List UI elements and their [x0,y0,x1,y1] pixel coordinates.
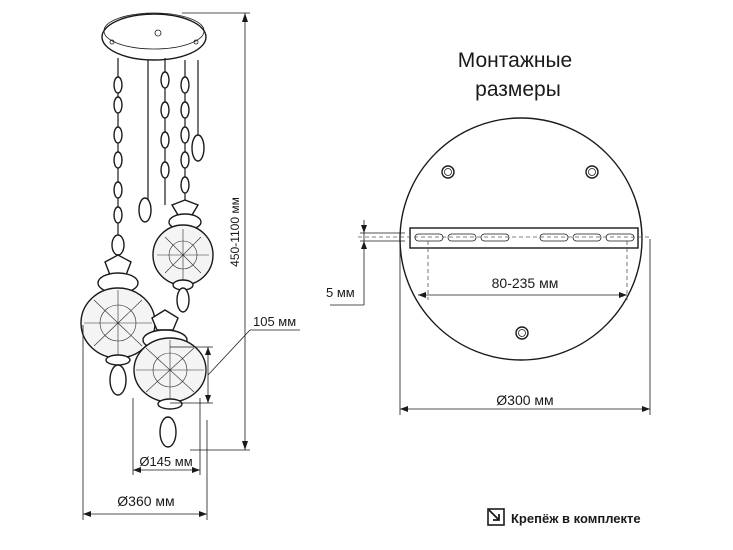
lamp-center [133,309,207,448]
lamp-height-label: 105 мм [253,314,296,329]
mount-range-label: 80-235 мм [492,275,559,291]
dimension-total-diameter [82,325,208,520]
chain-left [111,76,125,256]
mounting-note: Крепёж в комплекте [487,508,641,526]
title-line-1: Монтажные [458,49,573,72]
height-range-label: 450-1100 мм [228,197,242,267]
mounting-bar [409,227,639,249]
lamp-upper-right [152,199,214,313]
pendant-drop [191,134,205,162]
title-line-2: размеры [475,78,561,101]
screw-hole [441,165,455,179]
plate-diameter-label: Ø300 мм [496,392,553,408]
lamp-left [80,254,156,396]
chain-right [180,76,190,194]
canopy [101,13,207,61]
plate-thickness-label: 5 мм [326,285,355,300]
mounting-plate [330,117,652,415]
dimension-lamp-height [170,329,300,404]
chain-middle [160,71,170,179]
screw-hole [515,326,529,340]
arrow-into-box-icon [487,508,505,526]
pendant-drop [138,197,152,223]
screw-hole [585,165,599,179]
total-diameter-label: Ø360 мм [117,493,174,509]
chandelier-drawing: 450-1100 мм 105 мм Ø145 мм [80,12,300,520]
dimension-small-diameter [132,398,201,475]
mounting-note-text: Крепёж в комплекте [511,511,641,526]
dimension-height [182,12,250,451]
small-diameter-label: Ø145 мм [139,454,192,469]
